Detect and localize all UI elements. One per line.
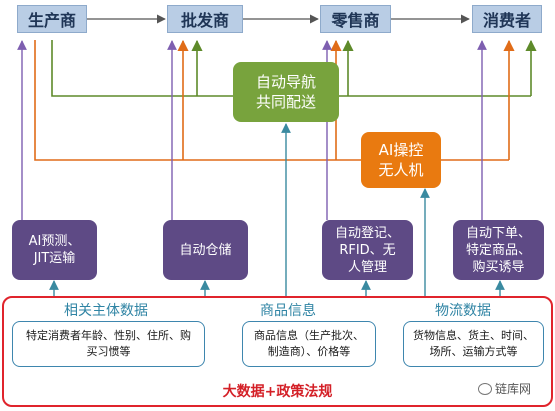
hub-ai-drone: AI操控 无人机 — [361, 132, 441, 188]
node-retailer: 零售商 — [320, 5, 391, 33]
footer-big-data-policy: 大数据+政策法规 — [222, 384, 333, 400]
label-logistics-data: 物流数据 — [435, 303, 491, 319]
label-product-info: 商品信息 — [260, 303, 316, 319]
box-cargo-details: 货物信息、货主、时间、 场所、运输方式等 — [403, 321, 544, 367]
hub-auto-navigation-delivery: 自动导航 共同配送 — [233, 62, 339, 122]
box-product-details: 商品信息（生产批次、 制造商）、价格等 — [242, 321, 376, 367]
tech-auto-register-rfid: 自动登记、 RFID、无 人管理 — [322, 220, 413, 280]
wechat-icon — [478, 382, 492, 395]
watermark-text: 链库网 — [495, 382, 532, 396]
orange-network-line — [34, 40, 509, 161]
node-consumer: 消费者 — [472, 5, 542, 33]
tech-ai-forecast-jit: AI预测、 JIT运输 — [12, 220, 97, 280]
label-entity-data: 相关主体数据 — [64, 303, 148, 319]
node-wholesaler: 批发商 — [167, 5, 243, 33]
big-data-policy-frame — [2, 296, 553, 407]
node-producer: 生产商 — [17, 5, 87, 33]
green-network-line — [51, 40, 531, 97]
tech-auto-order: 自动下单、 特定商品、 购买诱导 — [453, 220, 544, 280]
watermark: 链库网 — [478, 380, 531, 397]
tech-auto-warehouse: 自动仓储 — [163, 220, 248, 280]
box-consumer-profile: 特定消费者年龄、性别、住所、购 买习惯等 — [12, 321, 205, 367]
